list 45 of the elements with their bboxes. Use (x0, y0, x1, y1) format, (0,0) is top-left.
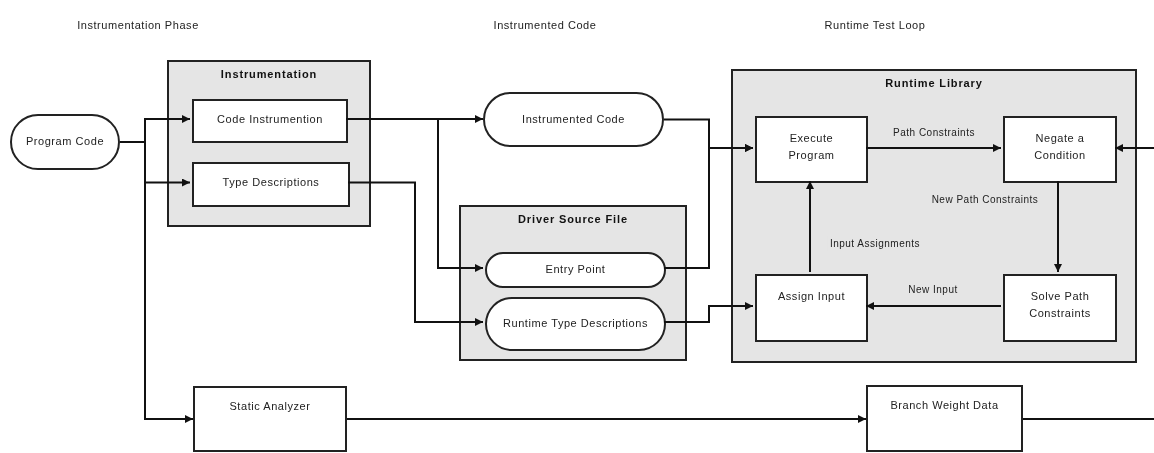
node-label: Execute Program (787, 131, 836, 164)
group-panel (459, 205, 687, 361)
process-box (866, 385, 1023, 452)
group-title: Runtime Library (884, 76, 984, 91)
connector-arrow (1054, 180, 1062, 273)
connector-arrow (806, 180, 814, 273)
node-label: Assign Input (777, 289, 846, 304)
terminal-pill (10, 114, 120, 170)
node-label: Negate a Condition (1033, 131, 1087, 164)
node-label: Entry Point (545, 262, 606, 278)
edge-label: Input Assignments (827, 236, 923, 251)
connector-arrow (346, 415, 867, 423)
node-label: Code Instrumention (217, 112, 323, 127)
node-label: Branch Weight Data (890, 398, 999, 413)
connector-arrow (1114, 144, 1154, 152)
node-label: Static Analyzer (229, 399, 311, 414)
column-header: Instrumented Code (493, 18, 597, 33)
connector-arrow (663, 302, 754, 323)
connector-arrow (663, 144, 754, 269)
node-label: Runtime Type Descriptions (503, 316, 648, 332)
terminal-pill (485, 297, 666, 351)
node-label: Solve Path Constraints (1028, 289, 1092, 322)
terminal-pill (483, 92, 664, 147)
group-panel (167, 60, 371, 227)
column-header: Runtime Test Loop (824, 18, 926, 33)
connector-arrow (119, 141, 194, 423)
connector-arrow (865, 144, 1002, 152)
column-header: Instrumentation Phase (77, 18, 199, 33)
terminal-pill (485, 252, 666, 288)
process-box (755, 274, 868, 342)
group-panel (731, 69, 1137, 363)
process-box (1003, 274, 1117, 342)
group-title: Driver Source File (517, 212, 629, 227)
process-box (1003, 116, 1117, 183)
node-label: Program Code (25, 134, 105, 150)
node-label: Type Descriptions (222, 175, 320, 190)
process-box (192, 162, 350, 207)
connector-arrow (347, 181, 484, 326)
process-box (193, 386, 347, 452)
connector-arrow (865, 302, 1002, 310)
process-box (192, 99, 348, 143)
process-box (755, 116, 868, 183)
group-title: Instrumentation (219, 67, 319, 82)
node-label: Instrumented Code (522, 111, 625, 127)
edge-label: New Input (906, 282, 960, 297)
